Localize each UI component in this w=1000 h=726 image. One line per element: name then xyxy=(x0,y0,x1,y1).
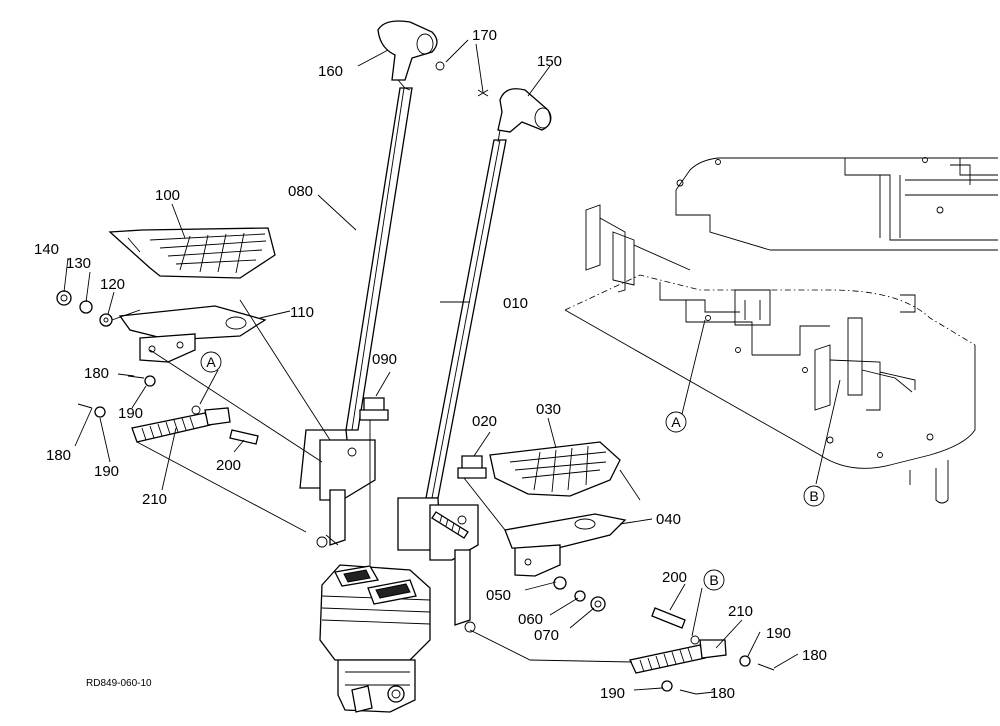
label-170: 170 xyxy=(472,27,497,44)
label-030: 030 xyxy=(536,401,561,418)
label-110: 110 xyxy=(290,304,314,321)
label-150: 150 xyxy=(537,53,562,70)
callout-a-frame: A xyxy=(665,411,687,433)
label-090: 090 xyxy=(372,351,397,368)
floor-frame xyxy=(564,157,998,504)
label-180-b: 180 xyxy=(46,447,71,464)
label-210-a: 210 xyxy=(142,491,167,508)
label-050: 050 xyxy=(486,587,511,604)
label-200-b: 200 xyxy=(662,569,687,586)
spring-210-left xyxy=(131,405,231,443)
callout-a-frame-text: A xyxy=(671,414,681,430)
label-130: 130 xyxy=(66,255,91,272)
stopper-090 xyxy=(359,397,389,421)
label-190-a: 190 xyxy=(118,405,143,422)
label-160: 160 xyxy=(318,63,343,80)
label-190-b: 190 xyxy=(94,463,119,480)
callout-b-frame: B xyxy=(803,485,825,507)
stopper-020 xyxy=(457,455,487,479)
label-010: 010 xyxy=(503,295,528,312)
callout-a-left: A xyxy=(200,351,222,373)
washers-120-140 xyxy=(56,290,113,327)
callout-b-right-text: B xyxy=(709,572,718,588)
bracket-110 xyxy=(118,305,267,363)
lever-080 xyxy=(299,87,413,548)
callout-a-left-text: A xyxy=(206,354,216,370)
bracket-040 xyxy=(504,513,627,577)
pin-200-right xyxy=(651,607,686,629)
lever-010 xyxy=(397,139,507,633)
label-210-b: 210 xyxy=(728,603,753,620)
label-120: 120 xyxy=(100,276,125,293)
label-190-d: 190 xyxy=(600,685,625,702)
clips-180-190-right xyxy=(661,655,775,695)
callout-b-right: B xyxy=(703,569,725,591)
label-080: 080 xyxy=(288,183,313,200)
label-200-a: 200 xyxy=(216,457,241,474)
pedal-100 xyxy=(108,227,276,279)
label-180-c: 180 xyxy=(802,647,827,664)
leader-lines xyxy=(63,39,841,695)
drawing-code: RD849-060-10 xyxy=(86,678,152,689)
grip-160 xyxy=(377,20,438,91)
part-labels: 160 170 150 080 100 140 130 120 110 010 … xyxy=(34,27,827,702)
spring-210-right xyxy=(629,635,727,674)
pilot-valve xyxy=(319,564,431,713)
label-040: 040 xyxy=(656,511,681,528)
callout-b-frame-text: B xyxy=(809,488,818,504)
grip-150 xyxy=(497,88,552,143)
label-140: 140 xyxy=(34,241,59,258)
pin-200-left xyxy=(229,429,259,445)
label-060: 060 xyxy=(518,611,543,628)
label-190-c: 190 xyxy=(766,625,791,642)
label-070: 070 xyxy=(534,627,559,644)
bolt xyxy=(431,511,469,539)
reference-lines xyxy=(111,299,641,663)
pedal-030 xyxy=(489,441,621,497)
label-100: 100 xyxy=(155,187,180,204)
label-020: 020 xyxy=(472,413,497,430)
clips-180-190-left xyxy=(77,375,156,418)
nuts-050-070 xyxy=(553,576,606,612)
label-180-d: 180 xyxy=(710,685,735,702)
label-180-a: 180 xyxy=(84,365,109,382)
screw-170 xyxy=(435,61,489,97)
